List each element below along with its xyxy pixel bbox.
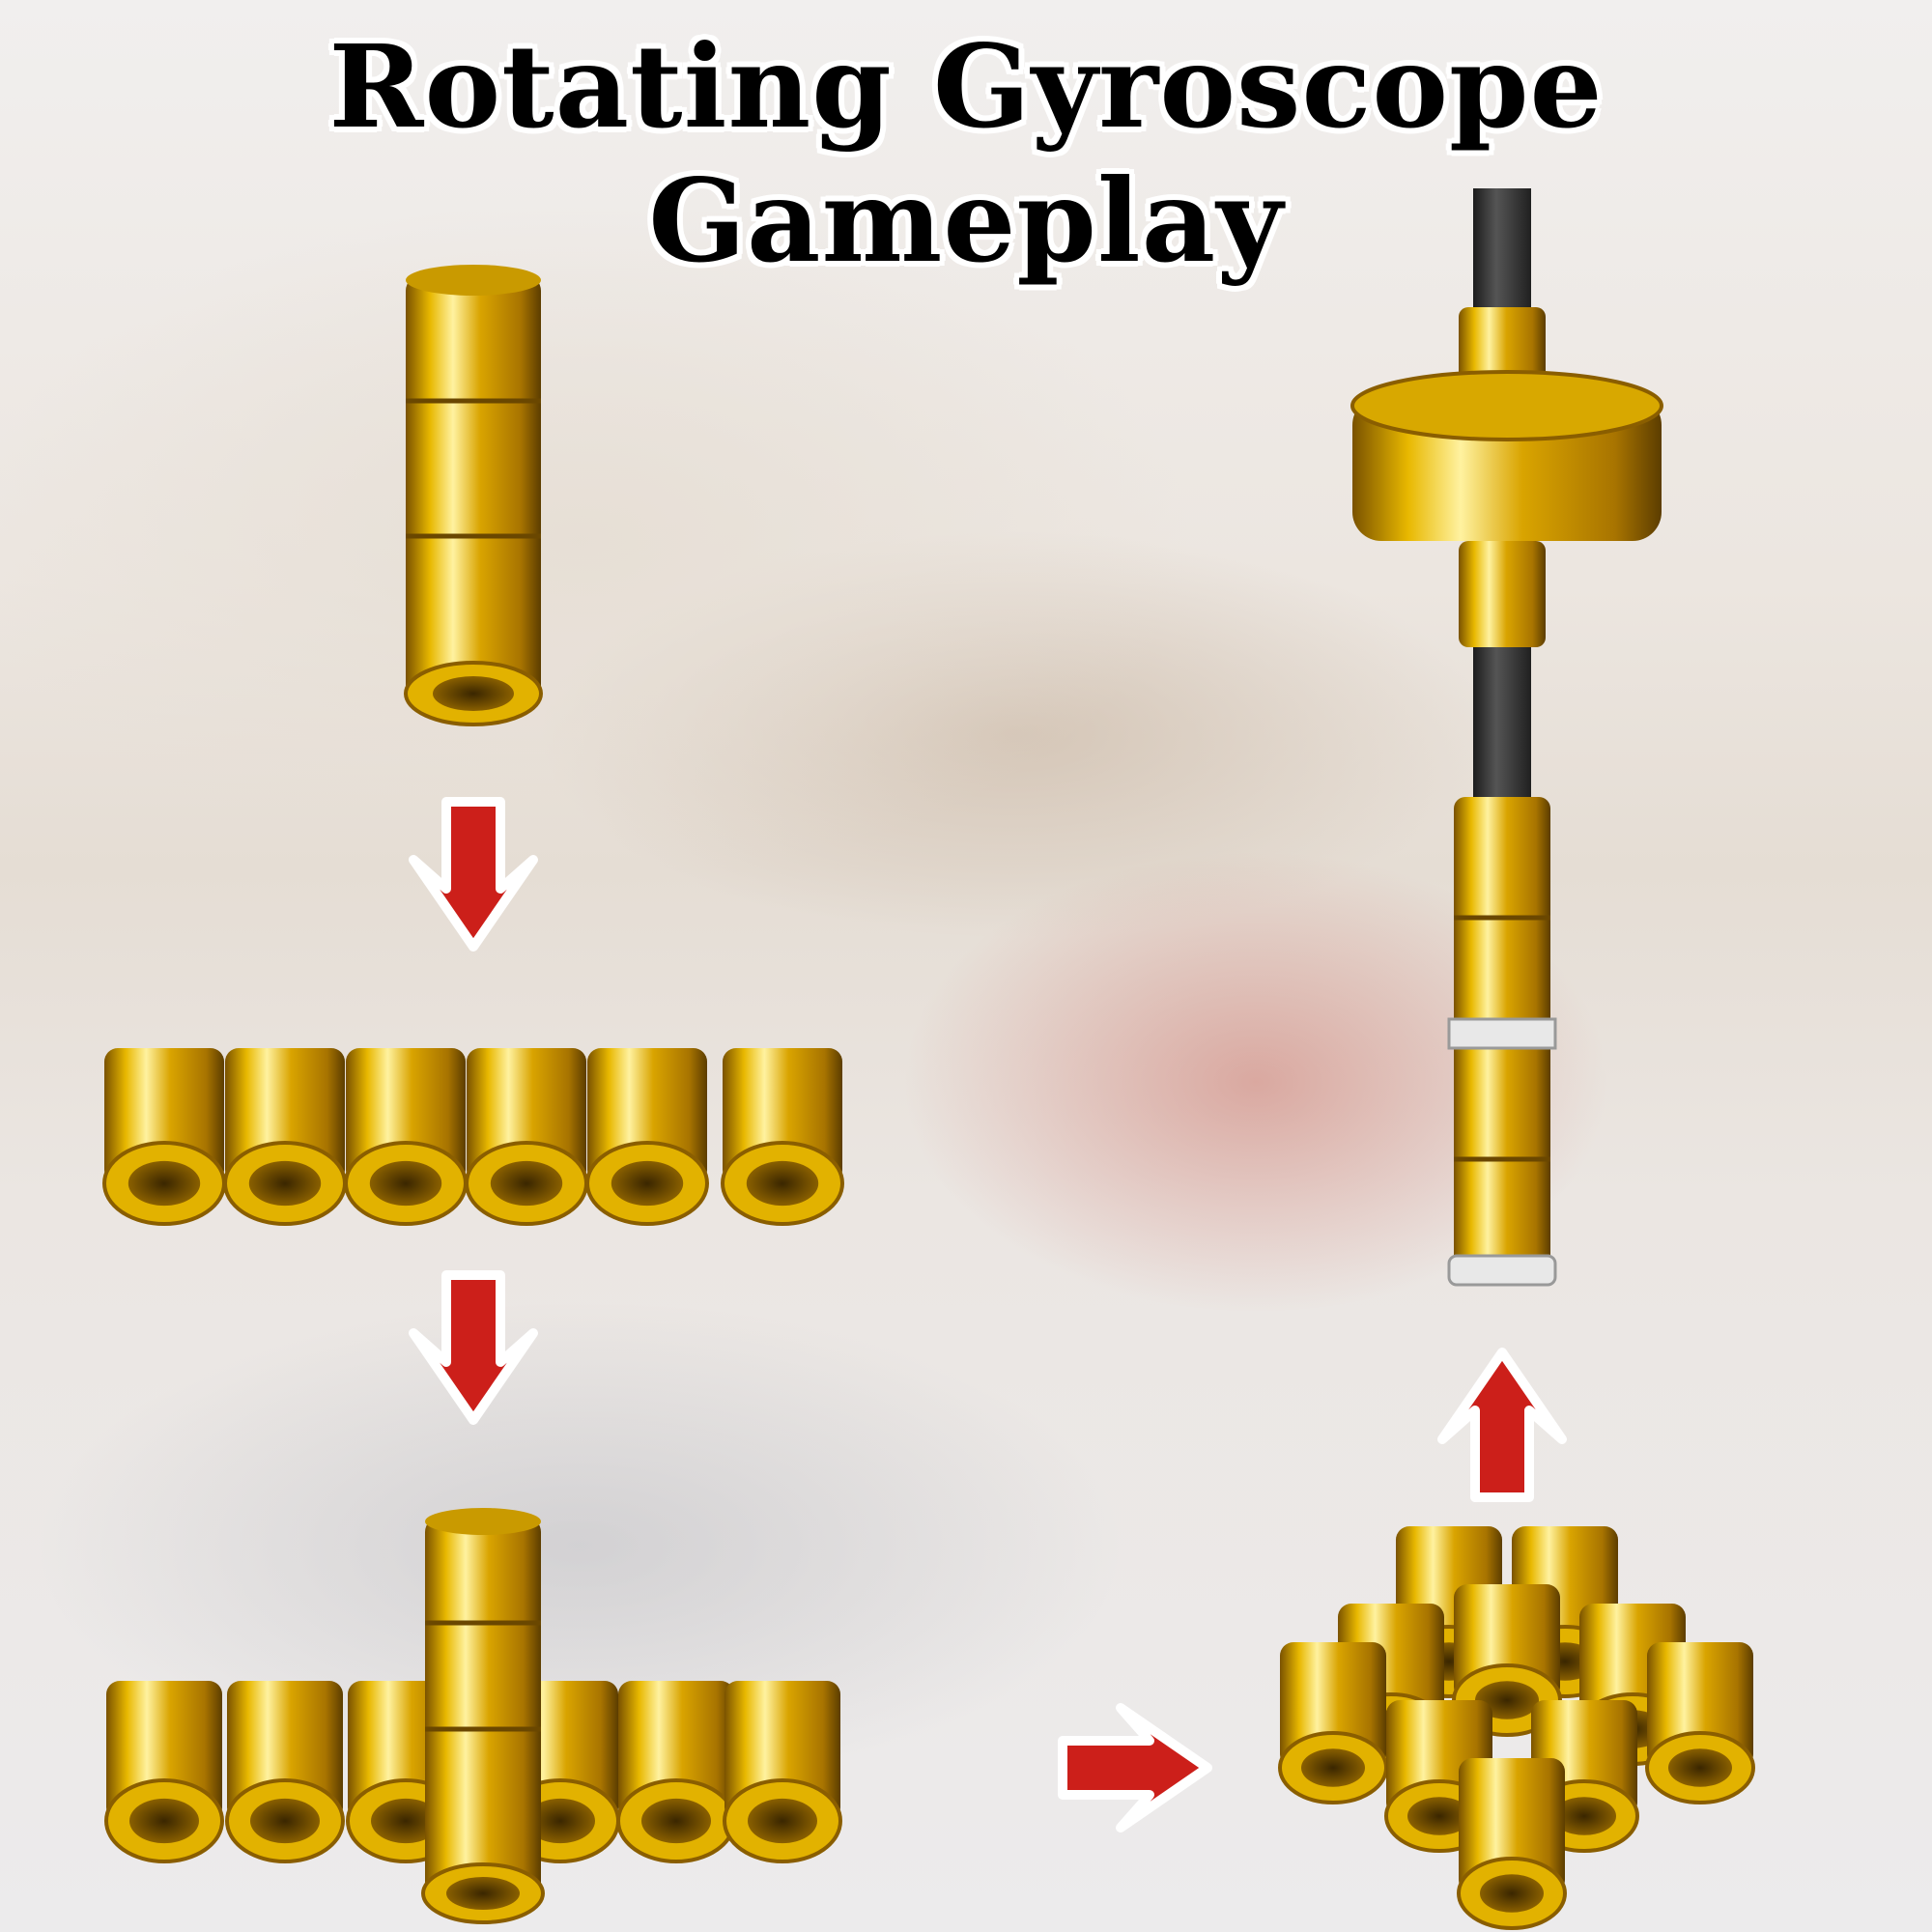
- magnet-cylinder: [344, 1048, 468, 1226]
- magnet-cylinder: [1645, 1642, 1755, 1804]
- magnet-cylinder: [225, 1681, 345, 1863]
- magnet-row-icon: [102, 1048, 844, 1226]
- arrow-down-icon: [413, 1275, 533, 1420]
- magnet-cylinder: [102, 1048, 226, 1226]
- gyroscope-icon: [1350, 188, 1663, 1287]
- magnet-t-icon: [104, 1508, 842, 1924]
- magnet-cylinder: [723, 1681, 842, 1863]
- page-title: Rotating Gyroscope Gameplay: [328, 19, 1604, 288]
- arrow-up-icon: [1442, 1352, 1562, 1497]
- arrow-right-icon: [1063, 1708, 1208, 1828]
- magnet-cylinder: [465, 1048, 588, 1226]
- magnet-cylinder: [1278, 1642, 1388, 1804]
- magnet-cylinder: [223, 1048, 347, 1226]
- magnet-cylinder: [721, 1048, 844, 1226]
- magnet-cylinder: [1457, 1758, 1567, 1930]
- magnet-cluster-icon: [1278, 1526, 1755, 1930]
- magnet-cylinder: [616, 1681, 736, 1863]
- magnet-cylinder: [104, 1681, 224, 1863]
- magnet-cylinder: [585, 1048, 709, 1226]
- magnet-stack-icon: [404, 265, 543, 726]
- arrow-down-icon: [413, 802, 533, 947]
